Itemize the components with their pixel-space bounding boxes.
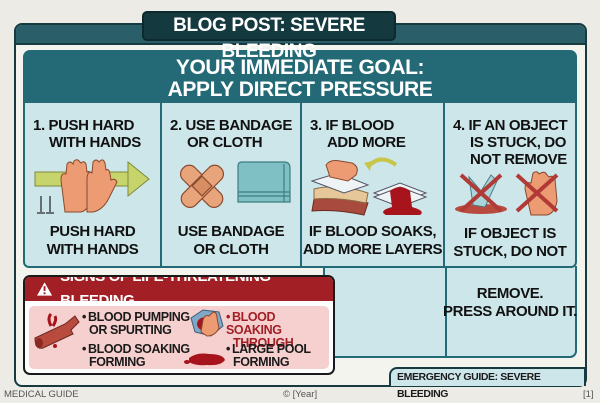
warning-triangle-icon <box>37 282 53 296</box>
hands-pressure-icon <box>31 158 154 216</box>
steps-lower-panel <box>323 266 577 358</box>
step-description: USE BANDAGE OR CLOTH <box>162 223 300 259</box>
sign-text: BLOOD SOAKING <box>87 342 190 356</box>
sign-text: FORMING <box>233 355 290 369</box>
step-description: PUSH HARD WITH HANDS <box>25 223 160 259</box>
step-title-line: 3. IF BLOOD <box>310 117 394 134</box>
step-text-line: OR CLOTH <box>193 241 269 258</box>
sign-item: •BLOOD SOAKING FORMING <box>82 342 190 369</box>
step-title-line: OR CLOTH <box>187 134 263 151</box>
steps-panel: 1. PUSH HARD WITH HANDS PUSH HARD WITH H… <box>23 103 577 268</box>
step-title-line: 1. PUSH HARD <box>33 117 135 134</box>
goal-line-2: APPLY DIRECT PRESSURE <box>167 78 433 101</box>
step-title-line: NOT REMOVE <box>470 151 567 168</box>
footer-page-number: [1] <box>583 389 594 400</box>
artery-icon <box>34 312 80 349</box>
step-title: 3. IF BLOOD ADD MORE <box>310 117 406 151</box>
step-title-line: 4. IF AN OBJECT <box>453 117 568 134</box>
step-2: 2. USE BANDAGE OR CLOTH USE BANDAGE OR C… <box>162 103 302 268</box>
sign-text: BLOOD PUMPING <box>87 310 190 324</box>
sign-text: BLOOD SOAKING <box>226 310 282 337</box>
sign-item: •BLOOD SOAKING THROUGH <box>226 311 329 350</box>
layers-icon <box>308 153 437 218</box>
warning-header: SIGNS OF LIFE-THREATENING BLEEDING <box>25 277 333 309</box>
sign-text: OR SPURTING <box>89 323 172 337</box>
sign-text: THROUGH <box>233 336 294 350</box>
step-text-line: IF OBJECT IS <box>464 225 556 242</box>
step-title: 2. USE BANDAGE OR CLOTH <box>170 117 292 151</box>
step-description: IF OBJECT IS STUCK, DO NOT <box>445 225 575 261</box>
step-text-line: STUCK, DO NOT <box>453 243 567 260</box>
warning-box: SIGNS OF LIFE-THREATENING BLEEDING •BLOO… <box>23 275 335 375</box>
soaked-cloth-icon <box>190 309 224 337</box>
step-1: 1. PUSH HARD WITH HANDS PUSH HARD WITH H… <box>25 103 162 268</box>
step-4: 4. IF AN OBJECT IS STUCK, DO NOT REMOVE … <box>445 103 575 268</box>
sign-text: FORMING <box>89 355 146 369</box>
goal-banner: YOUR IMMEDIATE GOAL: APPLY DIRECT PRESSU… <box>23 50 577 105</box>
step-text-line: USE BANDAGE <box>177 223 285 240</box>
warning-signs: •BLOOD PUMPING OR SPURTING •BLOOD SOAKIN… <box>29 306 329 369</box>
step-text-line: PRESS AROUND IT. <box>443 303 577 320</box>
step-title-line: WITH HANDS <box>49 134 141 151</box>
step-description: IF BLOOD SOAKS, ADD MORE LAYERS <box>302 223 443 259</box>
step-title: 1. PUSH HARD WITH HANDS <box>33 117 141 151</box>
step-text-line: REMOVE. <box>476 285 544 302</box>
sign-item: •BLOOD PUMPING OR SPURTING <box>82 310 190 337</box>
blood-pool-icon <box>184 353 225 366</box>
guide-footer-tab: EMERGENCY GUIDE: SEVERE BLEEDING <box>389 367 586 400</box>
sign-text: LARGE POOL <box>231 342 311 356</box>
page-title: BLOG POST: SEVERE BLEEDING <box>142 11 396 62</box>
footer-left: MEDICAL GUIDE <box>4 389 79 400</box>
step-4-continued: REMOVE. PRESS AROUND IT. <box>443 285 577 321</box>
sign-item: •LARGE POOL FORMING <box>226 342 311 369</box>
step-text-line: WITH HANDS <box>46 241 139 258</box>
step-text-line: PUSH HARD <box>49 223 136 240</box>
step-3: 3. IF BLOOD ADD MORE IF BLOOD SOAKS, ADD… <box>302 103 445 268</box>
column-divider <box>445 266 447 356</box>
step-title-line: ADD MORE <box>327 134 406 151</box>
step-text-line: ADD MORE LAYERS <box>302 241 443 258</box>
do-not-remove-icon <box>451 171 569 216</box>
step-title-line: 2. USE BANDAGE <box>170 117 292 134</box>
footer-copyright: © [Year] <box>283 389 318 400</box>
step-title-line: IS STUCK, DO <box>470 134 567 151</box>
step-title: 4. IF AN OBJECT IS STUCK, DO NOT REMOVE <box>453 117 568 168</box>
warning-title: SIGNS OF LIFE-THREATENING BLEEDING <box>60 275 271 309</box>
goal-line-1: YOUR IMMEDIATE GOAL: <box>175 56 425 79</box>
bandage-cloth-icon <box>168 158 294 216</box>
step-text-line: IF BLOOD SOAKS, <box>308 223 437 240</box>
